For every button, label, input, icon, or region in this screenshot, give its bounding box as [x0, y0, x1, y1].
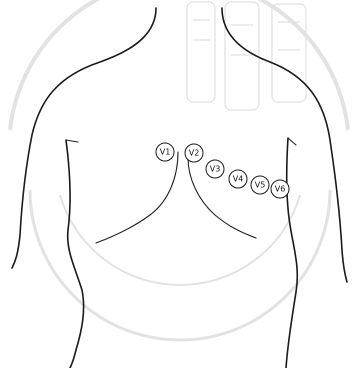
- electrode-v3: V3: [206, 160, 224, 178]
- electrode-label: V2: [189, 149, 200, 158]
- electrode-label: V5: [255, 181, 266, 190]
- electrode-v6: V6: [271, 180, 289, 198]
- electrode-label: V4: [233, 175, 244, 184]
- left-chest-curve: [96, 152, 178, 243]
- electrode-v5: V5: [251, 176, 269, 194]
- right-neck-shoulder: [222, 8, 347, 282]
- electrode-label: V1: [160, 148, 171, 157]
- electrode-label: V6: [275, 185, 286, 194]
- electrode-label: V3: [210, 165, 221, 174]
- right-torso-side: [286, 138, 297, 368]
- torso-outline: [12, 8, 347, 368]
- electrode-v1: V1: [156, 143, 174, 161]
- chest-curves: [96, 152, 256, 243]
- left-torso-side: [66, 140, 84, 368]
- electrode-v4: V4: [229, 170, 247, 188]
- watermark-seal: [10, 0, 348, 340]
- electrode-v2: V2: [185, 144, 203, 162]
